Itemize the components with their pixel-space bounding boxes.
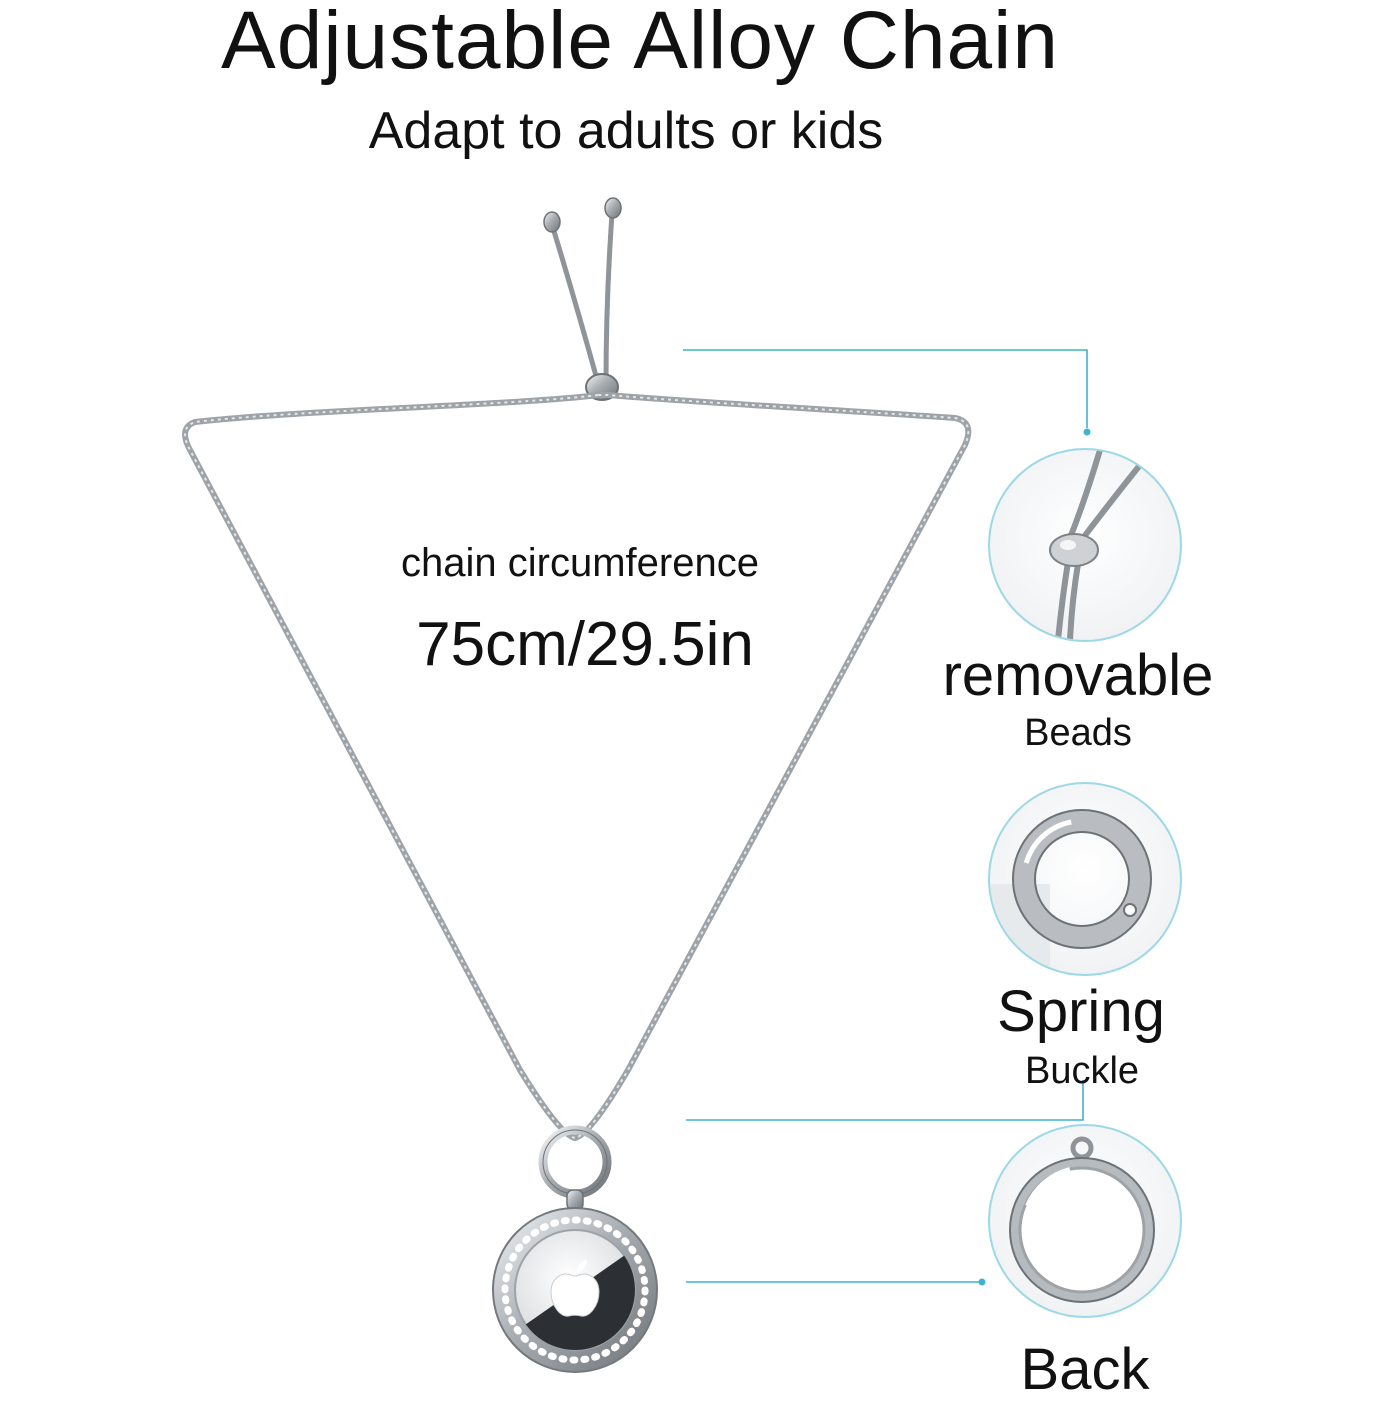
callout-subtitle-beads: Beads bbox=[1024, 712, 1132, 754]
slider-bead-icon bbox=[1049, 450, 1143, 640]
spring-ring-icon bbox=[990, 809, 1152, 974]
callout-title-spring: Spring bbox=[997, 979, 1165, 1044]
page-title: Adjustable Alloy Chain bbox=[221, 0, 1059, 86]
callout-leader-lines bbox=[683, 349, 1088, 1283]
pendant-back-detail-image bbox=[988, 1124, 1182, 1318]
apple-logo-icon bbox=[550, 1260, 600, 1317]
callout-title-removable: removable bbox=[942, 643, 1214, 708]
callout-subtitle-buckle: Buckle bbox=[1024, 1050, 1140, 1092]
chain-tails bbox=[550, 211, 615, 386]
callout-title-back: Back bbox=[1020, 1337, 1150, 1402]
chain-tail-end-caps bbox=[543, 197, 622, 233]
spring-buckle-detail-image bbox=[988, 782, 1182, 976]
chain-circumference-label: chain circumference bbox=[401, 541, 759, 585]
pendant-back-icon bbox=[1009, 1136, 1155, 1303]
chain-circumference-value: 75cm/29.5in bbox=[416, 610, 754, 679]
tag-pendant bbox=[492, 1207, 658, 1373]
chain-loop bbox=[182, 392, 972, 1141]
leader-line-endpoints bbox=[978, 428, 1091, 1286]
chain-links-texture bbox=[184, 394, 970, 1140]
page-subtitle: Adapt to adults or kids bbox=[368, 102, 884, 160]
bead-detail-image bbox=[988, 448, 1182, 642]
